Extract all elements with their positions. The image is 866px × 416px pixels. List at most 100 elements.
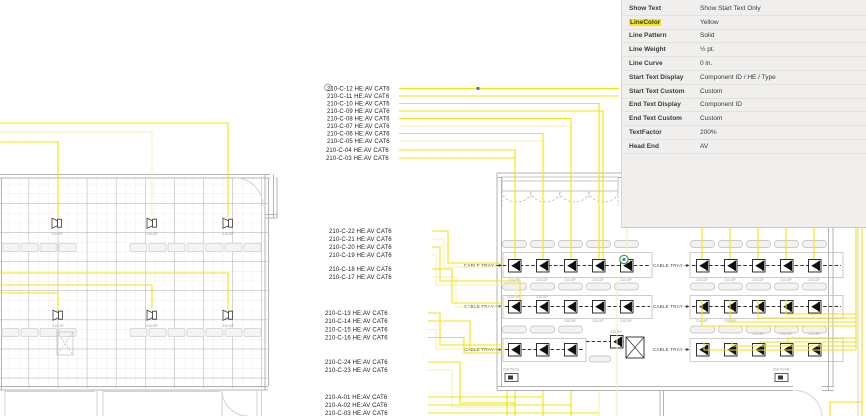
property-value[interactable]: AV: [700, 142, 709, 150]
property-value[interactable]: Custom: [700, 87, 723, 95]
circuit-label[interactable]: 210-C-13 HE:AV CAT6: [325, 311, 388, 317]
ceiling-speakers[interactable]: 210-SP 210-SP 210-SP 210-SP 210-SP 210-S…: [51, 217, 234, 328]
speaker-icon[interactable]: [724, 300, 738, 314]
speaker-icon[interactable]: [508, 259, 522, 273]
speaker-icon[interactable]: [780, 259, 794, 273]
speaker-icon[interactable]: [536, 259, 550, 273]
speaker-icon[interactable]: [752, 300, 766, 314]
wire[interactable]: [0, 87, 863, 416]
property-value[interactable]: Solid: [700, 32, 715, 40]
circuit-label[interactable]: 210-C-07 HE:AV CAT6: [327, 124, 390, 130]
circuit-label[interactable]: 210-C-21 HE:AV CAT6: [329, 237, 392, 243]
circuit-label[interactable]: 210-C-17 HE:AV CAT6: [329, 275, 392, 281]
circuit-wires[interactable]: [0, 83, 863, 416]
property-row-show-text[interactable]: Show Text Show Start Text Only: [622, 2, 866, 16]
property-row-linecolor[interactable]: LineColor Yellow: [622, 16, 866, 30]
property-value[interactable]: Show Start Text Only: [700, 4, 761, 12]
svg-text:CABLE TRAY: CABLE TRAY: [653, 304, 683, 309]
speaker-icon[interactable]: [536, 343, 550, 357]
circuit-label[interactable]: 210-C-06 HE:AV CAT6: [327, 132, 390, 138]
circuit-label[interactable]: 210-C-08 HE:AV CAT6: [327, 117, 390, 123]
wire-faint[interactable]: [0, 125, 628, 416]
circuit-label[interactable]: 210-C-22 HE:AV CAT6: [329, 229, 392, 235]
circuit-label[interactable]: 210-C-14 HE:AV CAT6: [325, 319, 388, 325]
selected-endpoint-marker[interactable]: [619, 254, 629, 265]
circuit-label[interactable]: 210-C-05 HE:AV CAT6: [327, 139, 390, 145]
tv-tag: 210-TV-01: [503, 368, 519, 372]
speaker-icon[interactable]: [508, 300, 522, 314]
highlighted-label: LineColor: [629, 18, 662, 26]
speaker-icon[interactable]: [780, 300, 794, 314]
circuit-label[interactable]: 210-C-03 HE:AV CAT6: [326, 156, 389, 162]
speaker-tag: 210-SP: [51, 232, 63, 236]
left-ceiling-plan: 210-SP 210-SP 210-SP 210-SP 210-SP 210-S…: [0, 174, 278, 416]
property-row-start-text-custom[interactable]: Start Text Custom Custom: [622, 85, 866, 99]
property-row-head-end[interactable]: Head End AV: [622, 140, 866, 154]
speaker-icon[interactable]: [592, 300, 606, 314]
circuit-label[interactable]: 210-C-11 HE:AV CAT6: [327, 94, 390, 100]
svg-text:210-SP: 210-SP: [724, 278, 736, 282]
circuit-label[interactable]: 210-C-15 HE:AV CAT6: [325, 328, 388, 334]
circuit-label[interactable]: 210-A-01 HE:AV CAT6: [325, 395, 388, 401]
circuit-label[interactable]: 210-C-04 HE:AV CAT6: [326, 148, 389, 154]
speaker-icon[interactable]: [808, 259, 822, 273]
circuit-label[interactable]: 210-C-18 HE:AV CAT6: [329, 267, 392, 273]
tv-outlet-2[interactable]: 210-TV-02: [773, 368, 789, 382]
circuit-label[interactable]: 210-C-09 HE:AV CAT6: [327, 109, 390, 115]
wire-midpoint-grip[interactable]: [476, 87, 480, 90]
property-value[interactable]: Custom: [700, 115, 723, 123]
speaker-icon[interactable]: [536, 300, 550, 314]
speaker-tag: 210-SP: [146, 232, 158, 236]
property-value[interactable]: Yellow: [700, 18, 719, 26]
property-row-end-text-display[interactable]: End Text Display Component ID: [622, 99, 866, 113]
property-row-textfactor[interactable]: TextFactor 200%: [622, 126, 866, 140]
property-value[interactable]: Component ID: [700, 101, 742, 109]
property-row-end-text-custom[interactable]: End Text Custom Custom: [622, 112, 866, 127]
property-row-line-pattern[interactable]: Line Pattern Solid: [622, 30, 866, 44]
circuit-label[interactable]: 210-C-12 HE:AV CAT6: [327, 87, 390, 93]
speaker-icon[interactable]: [696, 300, 710, 314]
property-value[interactable]: 200%: [700, 129, 717, 137]
speaker-icon[interactable]: [808, 300, 822, 314]
circuit-label[interactable]: 210-C-20 HE:AV CAT6: [329, 245, 392, 251]
speaker-icon[interactable]: [696, 259, 710, 273]
property-label: LineColor: [629, 18, 700, 26]
speaker-icon[interactable]: [620, 300, 634, 314]
svg-text:210-SP: 210-SP: [564, 278, 576, 282]
property-row-start-text-display[interactable]: Start Text Display Component ID / HE / T…: [622, 71, 866, 85]
svg-text:210-SP: 210-SP: [752, 278, 764, 282]
property-row-line-curve[interactable]: Line Curve 0 in.: [622, 57, 866, 71]
circuit-label[interactable]: 210-C-19 HE:AV CAT6: [329, 253, 392, 259]
speaker-icon[interactable]: [564, 300, 578, 314]
speaker-icon[interactable]: [564, 343, 578, 357]
property-label: Line Pattern: [629, 32, 667, 40]
property-value[interactable]: ½ pt.: [700, 46, 715, 54]
speaker-icon[interactable]: [724, 259, 738, 273]
speaker-icon[interactable]: [508, 343, 522, 357]
property-row-line-weight[interactable]: Line Weight ½ pt.: [622, 43, 866, 58]
door-arc: [234, 177, 264, 207]
tv-outlet-1[interactable]: 210-TV-01: [503, 368, 519, 382]
circuit-label[interactable]: 210-C-24 HE:AV CAT6: [325, 360, 388, 366]
svg-text:CABLE TRAY: CABLE TRAY: [653, 263, 683, 268]
speaker-icon[interactable]: [752, 259, 766, 273]
circuit-label[interactable]: 210-C-10 HE:AV CAT6: [327, 102, 390, 108]
circuit-labels[interactable]: 210-C-12 HE:AV CAT6 210-C-11 HE:AV CAT6 …: [325, 87, 392, 416]
equipment-xbox[interactable]: [625, 336, 645, 359]
property-value[interactable]: 0 in.: [700, 60, 713, 68]
property-label: End Text Display: [629, 101, 681, 109]
property-value[interactable]: Component ID / HE / Type: [700, 73, 776, 81]
speaker-icon[interactable]: [592, 259, 606, 273]
svg-text:210-SP: 210-SP: [696, 278, 708, 282]
circuit-label[interactable]: 210-C-16 HE:AV CAT6: [325, 336, 388, 342]
circuit-label[interactable]: 210-A-02 HE:AV CAT6: [325, 403, 388, 409]
property-label: Start Text Custom: [629, 87, 685, 95]
start-endpoint-grip[interactable]: [324, 83, 332, 92]
circuit-label[interactable]: 210-C-23 HE:AV CAT6: [325, 368, 388, 374]
svg-text:210-SP: 210-SP: [620, 278, 632, 282]
circuit-label[interactable]: 210-C-03 HE:AV CAT6: [325, 411, 388, 416]
speaker-icon[interactable]: [564, 259, 578, 273]
property-label: Line Curve: [629, 60, 663, 68]
